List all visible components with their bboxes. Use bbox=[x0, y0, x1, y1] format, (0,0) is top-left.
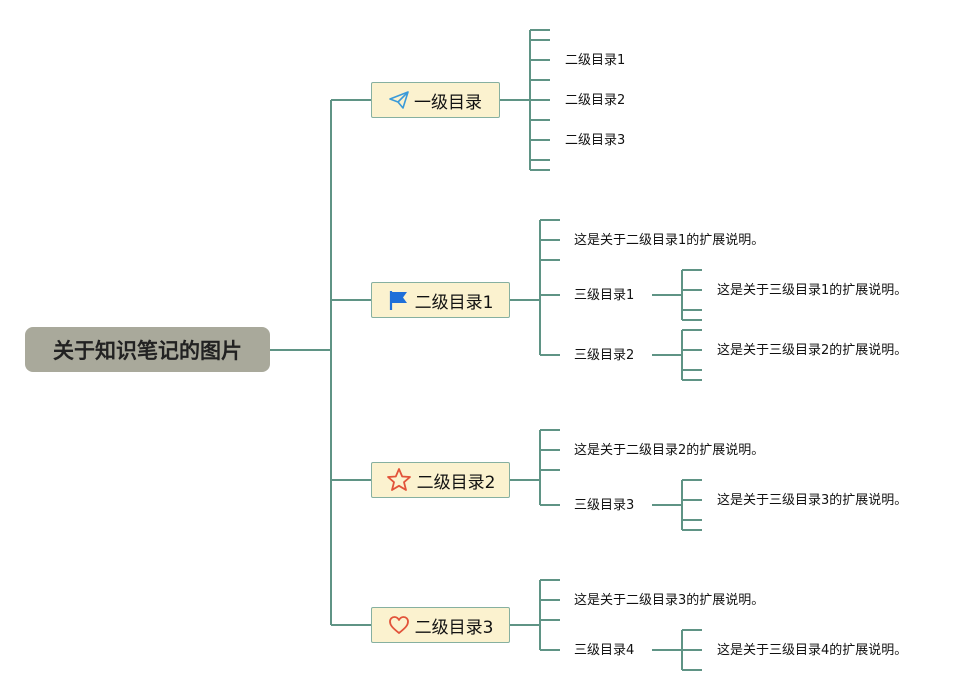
branch-node-1[interactable]: 一级目录 bbox=[371, 82, 500, 118]
branch-node-4[interactable]: 二级目录3 bbox=[371, 607, 510, 643]
branch-node-3[interactable]: 二级目录2 bbox=[371, 462, 510, 498]
paper-plane-icon bbox=[389, 91, 409, 109]
flag-icon bbox=[388, 289, 410, 311]
note-text: 这是关于二级目录1的扩展说明。 bbox=[574, 233, 765, 248]
subitem-label[interactable]: 二级目录2 bbox=[565, 93, 626, 108]
star-icon bbox=[386, 467, 412, 493]
subitem-label[interactable]: 二级目录3 bbox=[565, 133, 626, 148]
note-text: 这是关于三级目录3的扩展说明。 bbox=[717, 493, 908, 508]
note-text: 这是关于二级目录2的扩展说明。 bbox=[574, 443, 765, 458]
subitem-label[interactable]: 三级目录1 bbox=[574, 288, 635, 303]
heart-icon bbox=[388, 615, 410, 635]
root-label: 关于知识笔记的图片 bbox=[53, 338, 242, 363]
subitem-label[interactable]: 三级目录3 bbox=[574, 498, 635, 513]
branch-label: 二级目录3 bbox=[414, 617, 494, 638]
branch-label: 一级目录 bbox=[414, 92, 482, 113]
note-text: 这是关于三级目录2的扩展说明。 bbox=[717, 343, 908, 358]
note-text: 这是关于二级目录3的扩展说明。 bbox=[574, 593, 765, 608]
subitem-label[interactable]: 三级目录4 bbox=[574, 643, 635, 658]
note-text: 这是关于三级目录4的扩展说明。 bbox=[717, 643, 908, 658]
note-text: 这是关于三级目录1的扩展说明。 bbox=[717, 283, 908, 298]
root-node[interactable]: 关于知识笔记的图片 bbox=[25, 327, 270, 372]
branch-node-2[interactable]: 二级目录1 bbox=[371, 282, 510, 318]
subitem-label[interactable]: 二级目录1 bbox=[565, 53, 626, 68]
branch-label: 二级目录1 bbox=[414, 292, 494, 313]
subitem-label[interactable]: 三级目录2 bbox=[574, 348, 635, 363]
branch-label: 二级目录2 bbox=[416, 472, 496, 493]
